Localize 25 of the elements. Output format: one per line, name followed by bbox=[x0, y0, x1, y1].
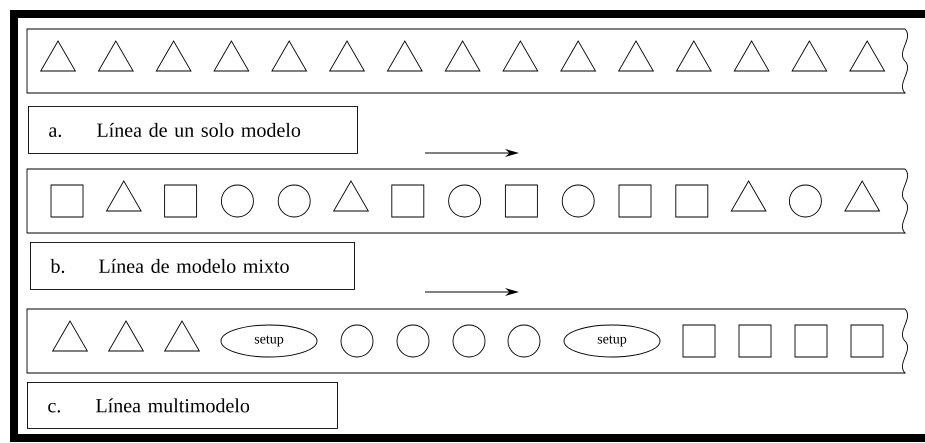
caption-box: c. Línea multimodelo bbox=[27, 382, 338, 429]
circle bbox=[448, 184, 482, 218]
square bbox=[675, 184, 708, 218]
square bbox=[618, 184, 652, 218]
circle bbox=[562, 184, 595, 218]
circle bbox=[278, 184, 311, 218]
square bbox=[164, 184, 198, 218]
conveyor-band bbox=[26, 168, 908, 234]
circle bbox=[220, 184, 254, 218]
conveyor-band bbox=[26, 308, 908, 374]
square bbox=[682, 324, 716, 358]
square bbox=[794, 324, 828, 358]
square bbox=[504, 184, 538, 218]
caption-box: a. Línea de un solo modelo bbox=[28, 106, 358, 154]
square bbox=[850, 324, 884, 358]
circle bbox=[508, 324, 540, 358]
square bbox=[50, 184, 84, 218]
caption-box: b. Línea de modelo mixto bbox=[30, 242, 355, 290]
circle bbox=[788, 184, 822, 218]
conveyor-band bbox=[26, 28, 908, 94]
square bbox=[391, 184, 424, 218]
circle bbox=[452, 324, 486, 358]
circle bbox=[396, 324, 430, 358]
circle bbox=[340, 324, 374, 358]
square bbox=[738, 324, 772, 358]
